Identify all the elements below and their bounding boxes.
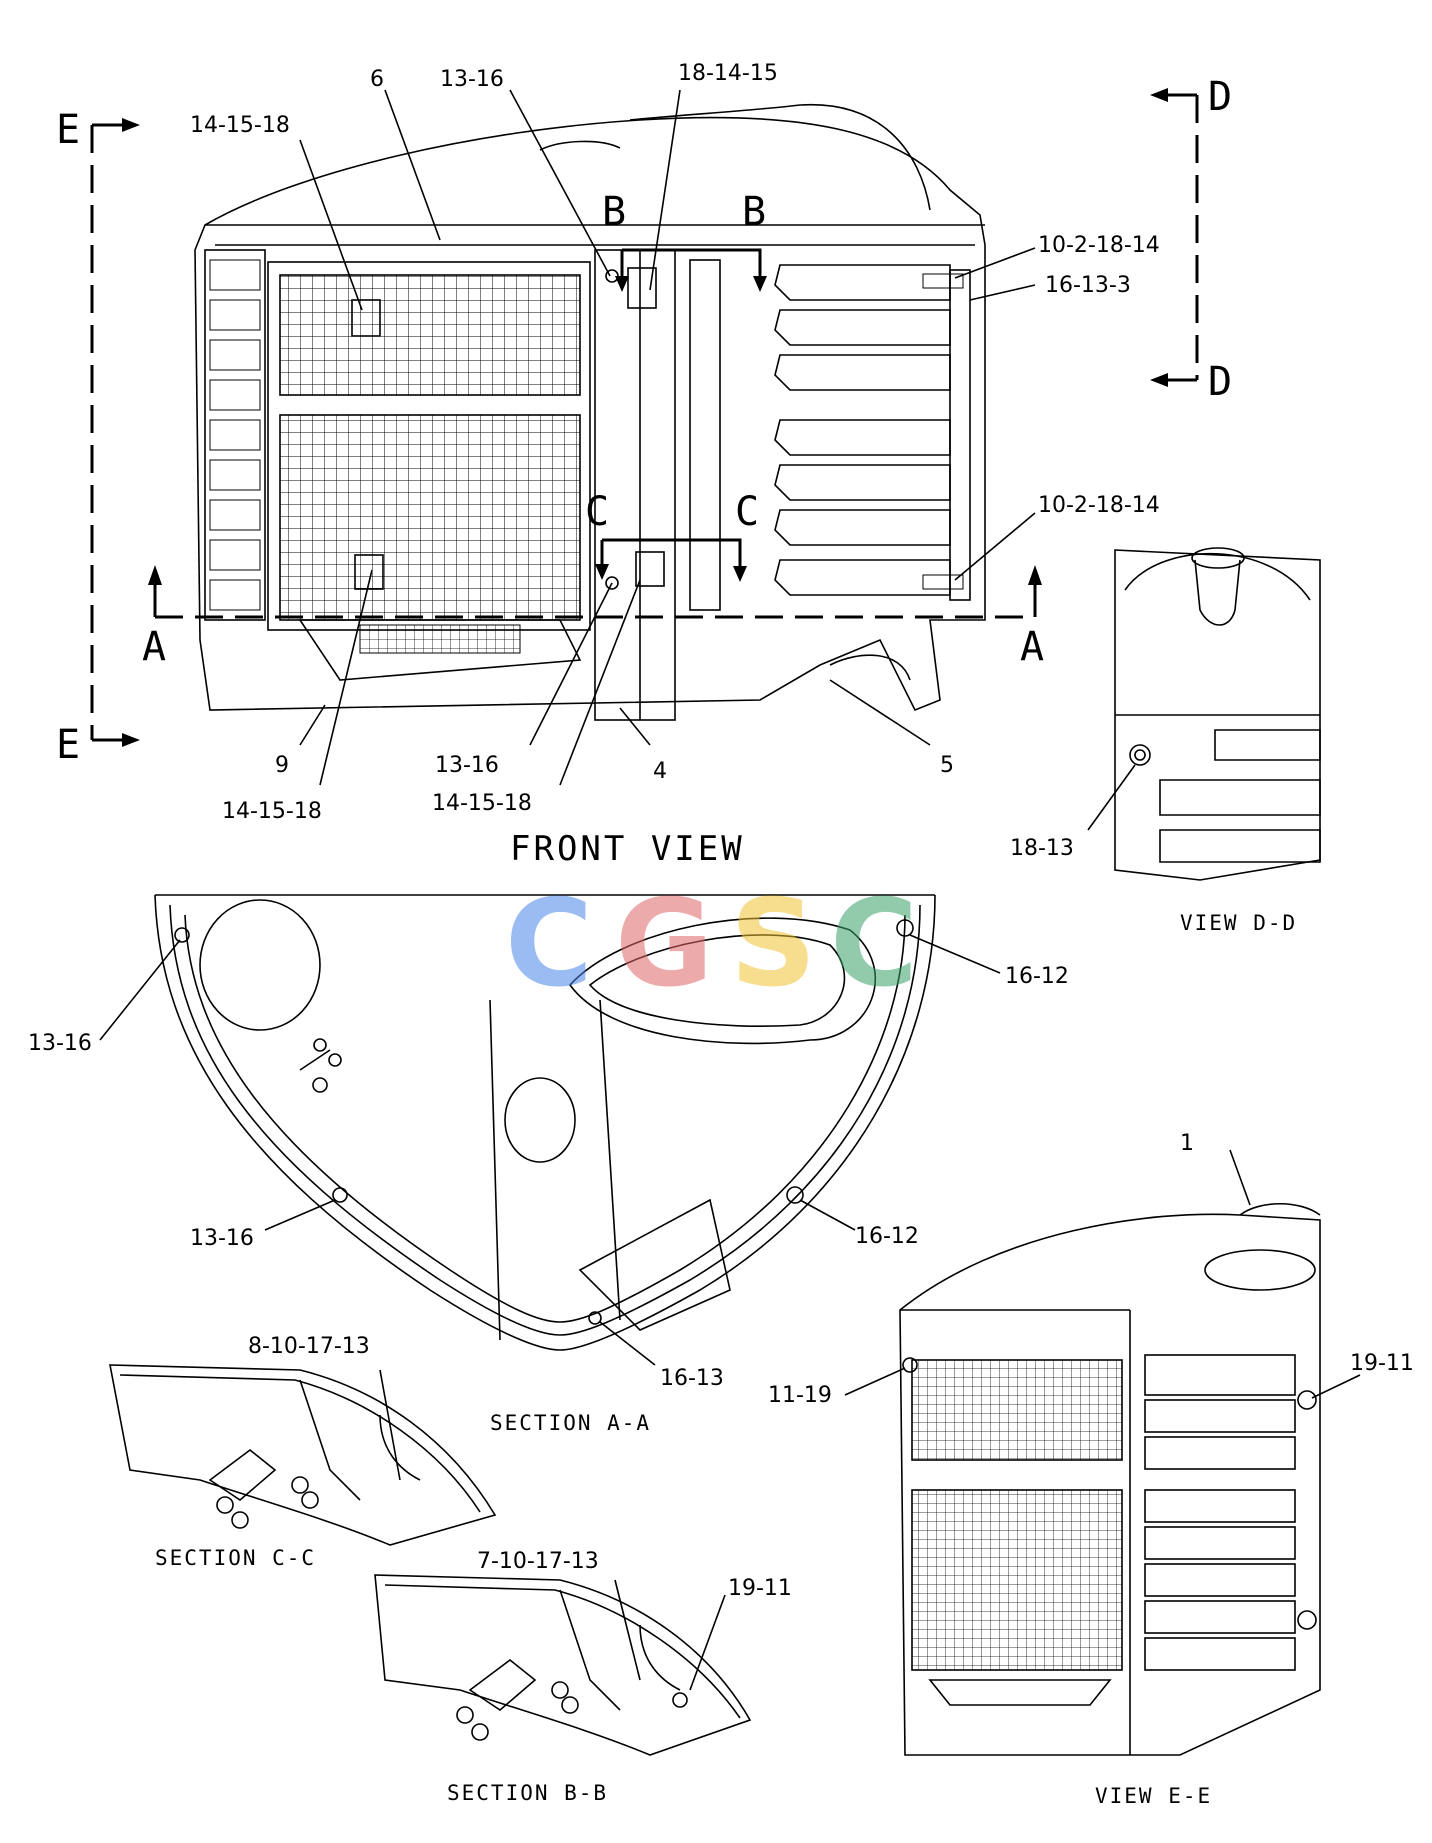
callout-13-16-mid: 13-16: [435, 753, 499, 778]
belly-grille: [359, 624, 521, 654]
front-view-title: FRONT VIEW: [510, 829, 745, 869]
view-e-e-title: VIEW E-E: [1095, 1784, 1212, 1808]
ee-upper-grille: [911, 1359, 1123, 1461]
callout-7-10-17-13: 7-10-17-13: [477, 1549, 599, 1574]
hood-outline: [194, 116, 986, 712]
callout-16-12-aa: 16-12: [855, 1224, 919, 1249]
ee-lower-grille: [911, 1489, 1123, 1671]
section-mark-e-bottom: E: [56, 722, 80, 768]
cgsc-watermark: C G S C: [505, 875, 918, 1014]
callout-16-13-3: 16-13-3: [1045, 273, 1131, 298]
section-mark-b-right: B: [742, 189, 766, 235]
section-mark-d-top: D: [1208, 74, 1232, 120]
callout-5: 5: [940, 753, 954, 778]
callout-16-13: 16-13: [660, 1366, 724, 1391]
section-c-c: 8-10-17-13 SECTION C-C: [109, 1334, 497, 1570]
callout-19-11-ee: 19-11: [1350, 1351, 1414, 1376]
callout-13-16-aa: 13-16: [190, 1226, 254, 1251]
callout-10-2-18-14-mid: 10-2-18-14: [1038, 493, 1160, 518]
callout-14-15-18-top: 14-15-18: [190, 113, 290, 138]
view-d-d-title: VIEW D-D: [1180, 911, 1297, 935]
callout-13-16-left: 13-16: [28, 1031, 92, 1056]
callout-19-11-bb: 19-11: [728, 1576, 792, 1601]
section-mark-d-bottom: D: [1208, 359, 1232, 405]
section-b-b: 7-10-17-13 19-11 SECTION B-B: [374, 1549, 792, 1805]
left-louvers: [209, 259, 261, 611]
section-mark-e-top: E: [56, 107, 80, 153]
section-mark-c-left: C: [585, 489, 609, 535]
section-mark-c-right: C: [735, 489, 759, 535]
view-d-d: 18-13 VIEW D-D: [1010, 547, 1321, 935]
callout-13-16-top: 13-16: [440, 67, 504, 92]
section-b-b-title: SECTION B-B: [447, 1781, 608, 1805]
view-e-e: 1 11-19 19-11 VIEW E-E: [768, 1131, 1414, 1808]
section-c-c-title: SECTION C-C: [155, 1546, 316, 1570]
front-view: E E D D A A B B C C 6 13-16 18-14-15 14-…: [56, 61, 1232, 869]
callout-14-15-18-bottom-left: 14-15-18: [222, 799, 322, 824]
callout-8-10-17-13: 8-10-17-13: [248, 1334, 370, 1359]
callout-11-19: 11-19: [768, 1383, 832, 1408]
callout-4: 4: [653, 759, 667, 784]
callout-18-14-15: 18-14-15: [678, 61, 778, 86]
upper-grille: [279, 274, 581, 396]
callout-6: 6: [370, 67, 384, 92]
watermark-letter-4: C: [830, 875, 918, 1014]
section-a-a: 13-16 16-12 13-16 16-12 16-13 SECTION A-…: [28, 894, 1069, 1435]
section-a-a-title: SECTION A-A: [490, 1411, 651, 1435]
callout-1: 1: [1180, 1131, 1194, 1156]
watermark-letter-3: S: [730, 875, 816, 1014]
section-mark-a-right: A: [1020, 624, 1044, 670]
callout-9: 9: [275, 753, 289, 778]
right-louvers: [774, 264, 951, 596]
section-mark-b-left: B: [602, 189, 626, 235]
lower-grille: [279, 414, 581, 621]
callout-10-2-18-14-top: 10-2-18-14: [1038, 233, 1160, 258]
watermark-letter-1: C: [505, 875, 593, 1014]
watermark-letter-2: G: [615, 875, 714, 1014]
callout-14-15-18-bottom-mid: 14-15-18: [432, 791, 532, 816]
section-mark-a-left: A: [142, 624, 166, 670]
callout-16-12-top: 16-12: [1005, 964, 1069, 989]
callout-18-13: 18-13: [1010, 836, 1074, 861]
